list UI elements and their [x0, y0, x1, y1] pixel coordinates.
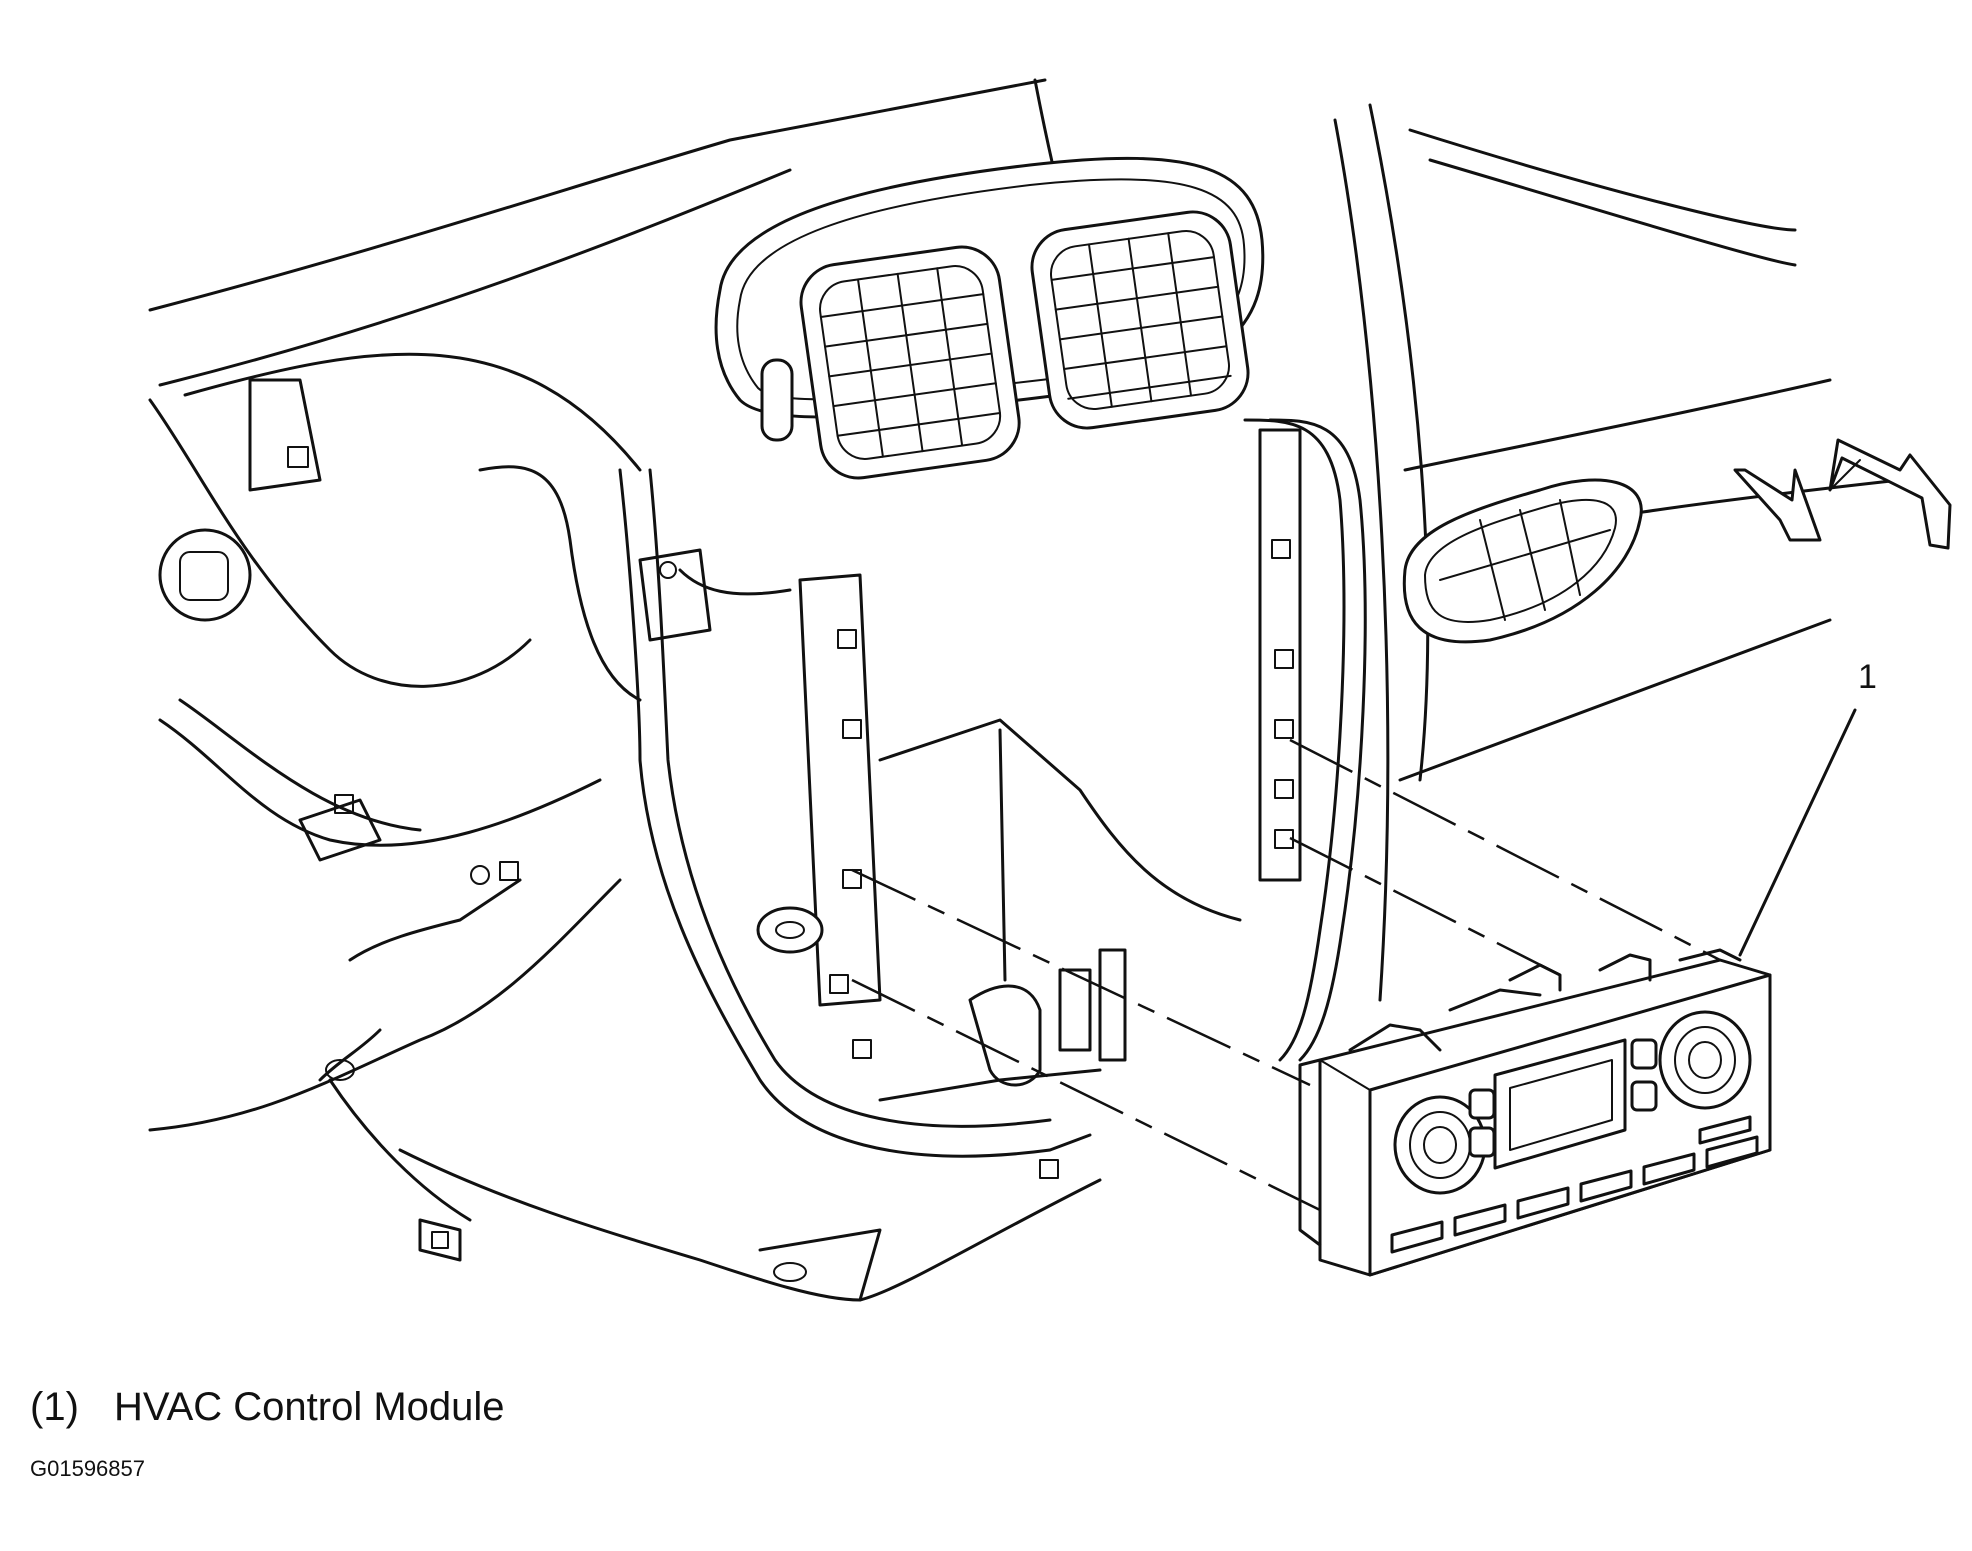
installation-guide-lines [851, 738, 1721, 1212]
legend-label: HVAC Control Module [114, 1385, 505, 1429]
right-door-trim [1333, 103, 1902, 1002]
legend-item: (1) HVAC Control Module [30, 1385, 505, 1430]
legend-number: (1) [30, 1385, 79, 1429]
center-air-vents [714, 156, 1265, 480]
hvac-control-module [1298, 948, 1772, 1277]
figure-id: G01596857 [30, 1456, 145, 1481]
callout-number-1: 1 [1858, 658, 1877, 696]
left-dash-panel [148, 378, 642, 1222]
callout-leader-1 [1738, 708, 1857, 957]
mounting-cavity [398, 418, 1367, 1302]
view-direction-arrow [1733, 438, 1952, 550]
